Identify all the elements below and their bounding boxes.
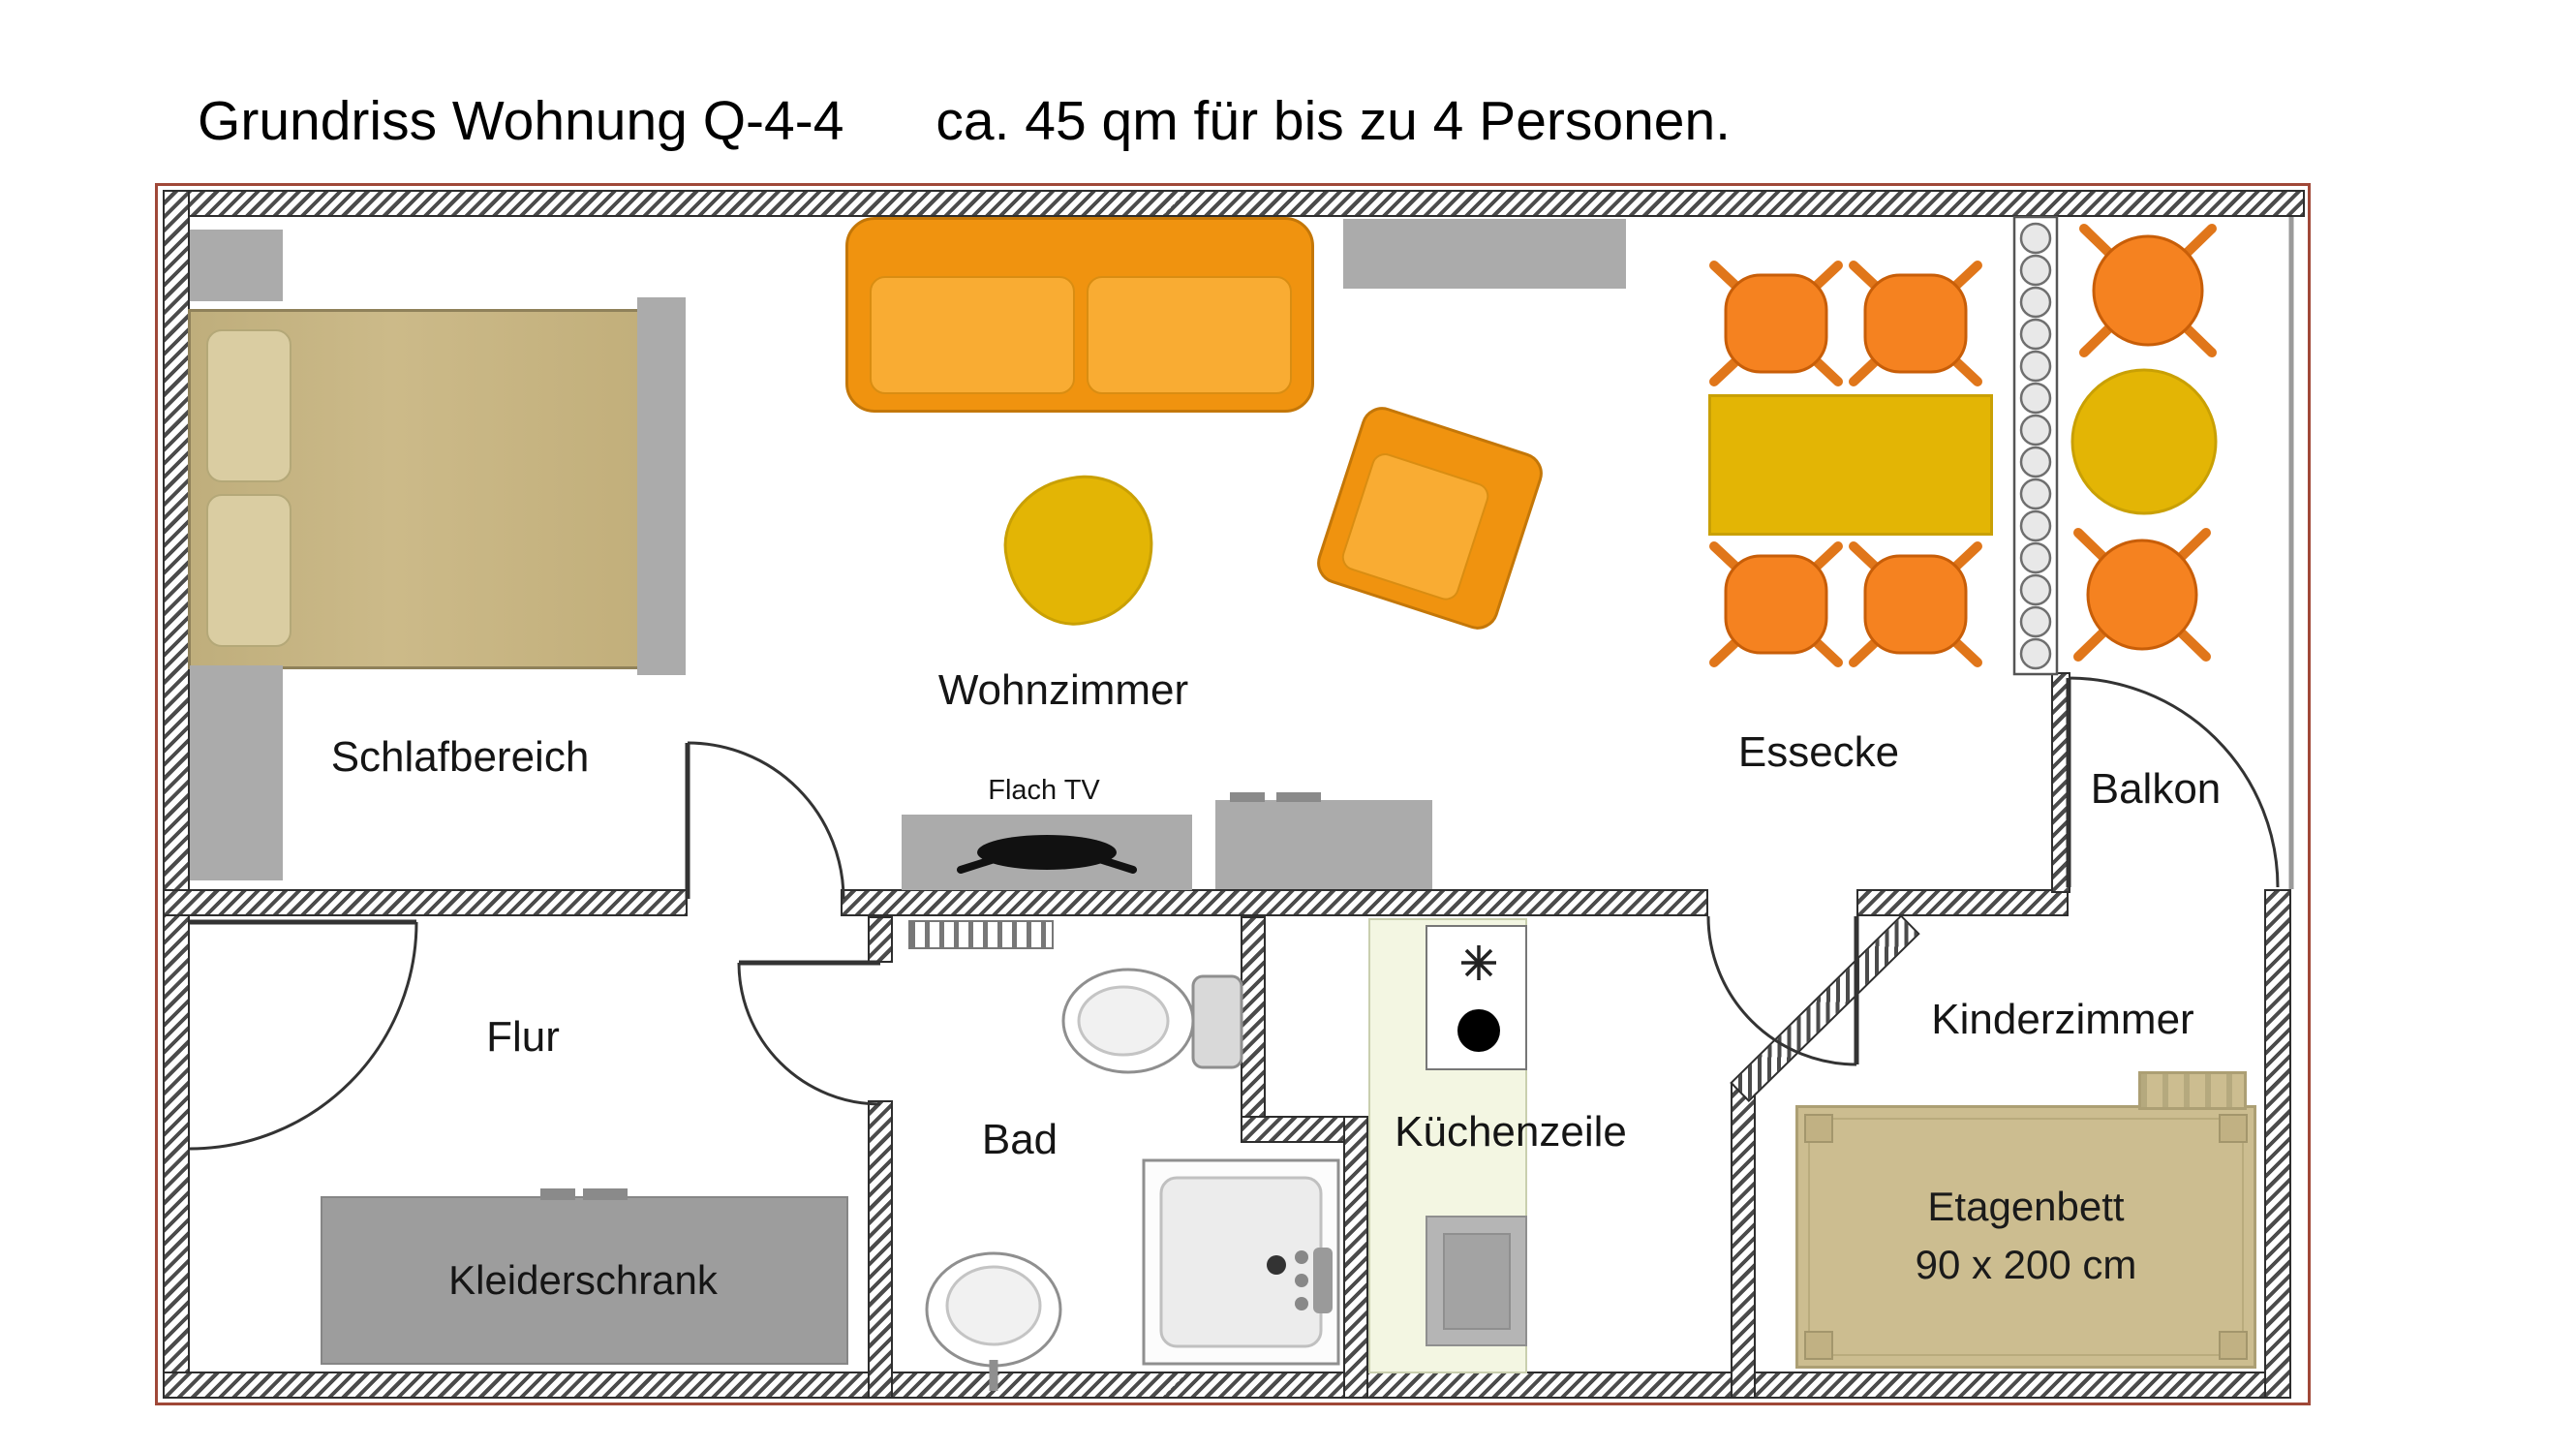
label-kuechenzeile: Küchenzeile bbox=[1395, 1108, 1627, 1156]
title-main: Grundriss Wohnung Q-4-4 bbox=[198, 90, 844, 152]
wall-kueche-lower bbox=[1343, 1116, 1368, 1399]
label-kinderzimmer: Kinderzimmer bbox=[1931, 996, 2194, 1043]
kitchen-island bbox=[1215, 800, 1432, 889]
island-item bbox=[1276, 792, 1321, 802]
bunk-bed-frame bbox=[1808, 1118, 2244, 1356]
label-kleiderschrank: Kleiderschrank bbox=[448, 1257, 718, 1303]
label-balkon: Balkon bbox=[2090, 765, 2222, 813]
wardrobe-handle bbox=[583, 1188, 628, 1200]
label-schlafbereich: Schlafbereich bbox=[330, 733, 590, 781]
wall-flur-bad-upper bbox=[868, 916, 893, 963]
dresser bbox=[190, 665, 283, 880]
bedside-shelf bbox=[190, 230, 283, 301]
kitchen-sink-basin bbox=[1443, 1233, 1511, 1330]
bunk-bed bbox=[1795, 1105, 2256, 1369]
wall-mid-segment-a bbox=[163, 889, 688, 916]
sofa-cushion bbox=[1087, 276, 1292, 394]
bed-post bbox=[1804, 1114, 1833, 1143]
radiator bbox=[908, 920, 1054, 949]
bunk-bed-ladder bbox=[2138, 1071, 2247, 1110]
wall-mid-segment-b bbox=[841, 889, 1708, 916]
label-flach-tv: Flach TV bbox=[988, 775, 1100, 806]
wall-right-lower bbox=[2264, 889, 2291, 1399]
island-item bbox=[1230, 792, 1265, 802]
wardrobe bbox=[321, 1196, 848, 1365]
dining-table bbox=[1708, 394, 1993, 536]
wall-bad-kueche-stub bbox=[1241, 1116, 1349, 1143]
label-bad: Bad bbox=[981, 1116, 1058, 1163]
label-wohnzimmer: Wohnzimmer bbox=[937, 666, 1189, 714]
bed-post bbox=[1804, 1331, 1833, 1360]
sofa bbox=[845, 217, 1314, 413]
pillow bbox=[206, 494, 291, 647]
stove bbox=[1426, 925, 1527, 1070]
label-etagenbett-1: Etagenbett bbox=[1927, 1184, 2125, 1229]
bed-post bbox=[2219, 1331, 2248, 1360]
wall-balkon-stub bbox=[2051, 672, 2070, 893]
label-etagenbett-2: 90 x 200 cm bbox=[1915, 1242, 2137, 1287]
pillow bbox=[206, 329, 291, 482]
armchair-seat bbox=[1338, 449, 1492, 604]
bed-post bbox=[2219, 1114, 2248, 1143]
sofa-cushion bbox=[870, 276, 1075, 394]
bed-footboard bbox=[637, 297, 686, 675]
wall-mid-segment-c bbox=[1856, 889, 2069, 916]
label-flur: Flur bbox=[486, 1013, 560, 1061]
double-bed bbox=[188, 309, 641, 669]
title-subtitle: ca. 45 qm für bis zu 4 Personen. bbox=[935, 90, 1732, 152]
label-essecke: Essecke bbox=[1737, 728, 1900, 776]
wardrobe-handle bbox=[540, 1188, 575, 1200]
wall-bottom bbox=[163, 1372, 2291, 1399]
wall-left bbox=[163, 190, 190, 1399]
wall-kinderzimmer-left bbox=[1731, 1083, 1756, 1399]
page-title: Grundriss Wohnung Q-4-4 ca. 45 qm für bis… bbox=[198, 89, 1731, 153]
sideboard bbox=[1343, 219, 1626, 289]
wall-flur-bad-lower bbox=[868, 1100, 893, 1399]
wall-top bbox=[163, 190, 2305, 217]
kitchen-sink-unit bbox=[1426, 1216, 1527, 1346]
tv-lowboard bbox=[902, 815, 1192, 890]
wall-bad-kueche-upper bbox=[1241, 916, 1266, 1141]
